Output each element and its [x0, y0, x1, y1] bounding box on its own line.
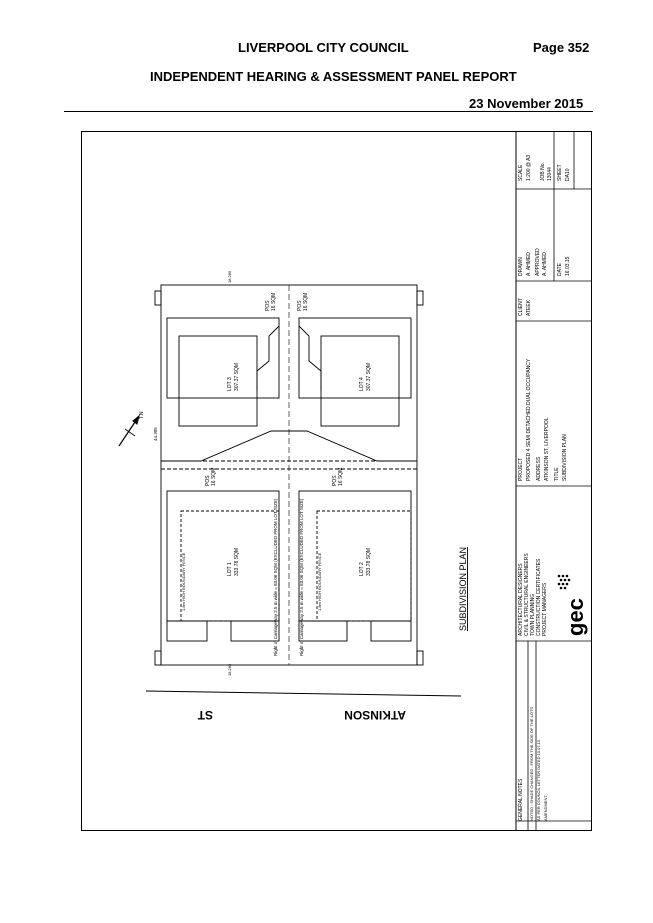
north-label: T.N	[139, 411, 145, 419]
sheet-label: SHEET	[557, 164, 563, 181]
lot-3-label: LOT 3	[227, 377, 233, 391]
street-name-st: ST	[197, 708, 213, 722]
gec-logo-graphic	[557, 574, 571, 590]
lot-3-area: 307.37 SQM	[234, 363, 240, 391]
pos-label-top: POS	[265, 300, 271, 311]
report-title: INDEPENDENT HEARING & ASSESSMENT PANEL R…	[150, 69, 517, 84]
rev-b-desc: NOTED : SHADE CHANGED : FROM THE SIDE OF…	[529, 707, 534, 821]
approved-label: APPROVED	[535, 248, 541, 276]
address-label: ADDRESS	[536, 456, 542, 481]
sheet-value: DA10	[565, 168, 571, 181]
rev-a-desc: AS PER COUNCIL LETTER DATED 10.07.15	[536, 739, 541, 821]
date-value: 16.03.15	[565, 256, 571, 276]
pos-area-mid: 16 SQM	[211, 468, 217, 486]
street-boundary	[145, 690, 462, 697]
fence-note-1: 1.8m HIGH BOUNDARY FENCE	[181, 552, 186, 611]
council-name: LIVERPOOL CITY COUNCIL	[238, 40, 409, 55]
row-note-1: Right of Carriageway 2.5 m wide = 83.06 …	[273, 498, 278, 656]
job-value: 13044	[547, 167, 553, 181]
street-name-atkinson: ATKINSON	[344, 708, 406, 722]
row-note-2: Right of Carriageway 2.5 m wide = 83.06 …	[299, 498, 304, 656]
fence-note-2: 1.8m HIGH BOUNDARY FENCE	[317, 552, 322, 611]
north-arrow-icon	[118, 414, 140, 447]
drawing-svg: SCALE 1:200 @ A3 JOB No. 13044 SHEET DA1…	[81, 131, 592, 831]
dim-rear: 18.285	[227, 270, 232, 283]
pos-area-top: 16 SQM	[271, 293, 277, 311]
pos-label-mid-right: POS	[332, 475, 338, 486]
drawn-label: DRAWN	[518, 257, 524, 276]
lot-4-area: 307.37 SQM	[366, 363, 372, 391]
company-logo: gec	[563, 598, 588, 636]
pos-label-mid: POS	[205, 475, 211, 486]
notes-label: GENERAL NOTES	[518, 778, 524, 821]
project-label: PROJECT	[518, 458, 524, 481]
dim-side: 44.305	[153, 427, 158, 441]
site-plan	[154, 284, 424, 666]
company-service-5: PROJECT MANAGERS	[542, 582, 548, 636]
job-label: JOB No.	[540, 162, 546, 181]
dim-front: 18.285	[227, 663, 232, 676]
title-label: TITLE	[554, 467, 560, 481]
scale-value: 1:200 @ A3	[526, 155, 532, 181]
title-value: SUBDIVISION PLAN	[562, 434, 568, 481]
project-value: PROPOSED 4 SEMI DETACHED DUAL OCCUPANCY	[526, 358, 532, 481]
subdivision-drawing: SCALE 1:200 @ A3 JOB No. 13044 SHEET DA1…	[81, 131, 592, 831]
scale-label: SCALE	[518, 164, 524, 181]
client-value: ATEEK	[526, 299, 532, 316]
company-service-4: CONSTRUCTION CERTIFICATES	[536, 558, 542, 636]
rev-head-amendment: AMENDMENT	[543, 795, 548, 821]
drawn-value: A. AHMED	[526, 252, 532, 276]
company-service-1: ARCHITECTURAL DESIGNERS	[518, 563, 524, 636]
pos-label-top-right: POS	[297, 300, 303, 311]
lot-4-label: LOT 4	[359, 377, 365, 391]
lot-2-label: LOT 2	[359, 562, 365, 576]
date-label: DATE	[557, 262, 563, 276]
lot-2-area: 333.78 SQM	[366, 548, 372, 576]
address-value: ATKINSON ST, LIVERPOOL	[544, 417, 550, 481]
pos-area-top-right: 16 SQM	[303, 293, 309, 311]
company-service-3: TOWN PLANNING	[530, 594, 536, 636]
client-label: CLIENT	[518, 298, 524, 316]
approved-value: A. AHMED	[542, 252, 548, 276]
report-date: 23 November 2015	[469, 96, 584, 111]
header-rule	[64, 111, 593, 112]
plan-title: SUBDIVISION PLAN	[458, 547, 468, 631]
pos-area-mid-right: 16 SQM	[338, 468, 344, 486]
company-service-2: CIVIL & STRUCTURAL ENGINEERS	[524, 553, 530, 636]
lot-1-area: 333.78 SQM	[234, 548, 240, 576]
lot-1-label: LOT 1	[227, 562, 233, 576]
page-number: Page 352	[533, 40, 590, 55]
